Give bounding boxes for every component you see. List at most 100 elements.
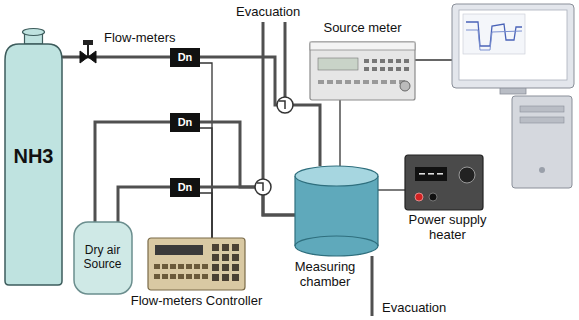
node-label: NH3 bbox=[13, 145, 53, 168]
meter-top bbox=[310, 42, 415, 50]
keypad-key bbox=[232, 244, 239, 251]
meter-button bbox=[363, 80, 369, 84]
chamber-shape bbox=[295, 166, 378, 256]
evacuation-label: Evacuation bbox=[236, 4, 300, 19]
meter-button bbox=[327, 80, 333, 84]
keypad-key bbox=[222, 244, 229, 251]
node-label: Dn bbox=[178, 116, 193, 129]
channel-button bbox=[186, 264, 192, 269]
node-label: Dn bbox=[178, 51, 193, 64]
evacuation-pipe bbox=[262, 22, 265, 179]
node-label: Power supply heater bbox=[400, 213, 495, 243]
meter-button bbox=[345, 80, 351, 84]
signal-wire bbox=[200, 63, 212, 238]
meter-button bbox=[388, 67, 393, 71]
evacuation-pipe bbox=[284, 22, 287, 97]
ctrl-shape bbox=[148, 238, 245, 290]
meter-button bbox=[372, 59, 377, 63]
flow-meter: Dn bbox=[170, 48, 200, 67]
chamber-bottom bbox=[295, 236, 378, 256]
meter-button bbox=[404, 67, 409, 71]
meter-button bbox=[364, 59, 369, 63]
cylinder-body bbox=[5, 44, 62, 285]
chamber-side bbox=[294, 176, 295, 246]
channel-button bbox=[202, 264, 208, 269]
channel-button bbox=[154, 264, 160, 269]
part-label: Flow-meters bbox=[104, 30, 176, 45]
channel-button bbox=[162, 274, 168, 279]
node-label: Measuring chamber bbox=[280, 260, 370, 290]
channel-button bbox=[194, 264, 200, 269]
keypad-key bbox=[232, 254, 239, 261]
source-meter: Source meter bbox=[310, 42, 415, 100]
meter-button bbox=[396, 59, 401, 63]
measuring-chamber: Measuring chamber bbox=[295, 166, 378, 256]
black-jack bbox=[429, 193, 437, 201]
evacuation-pipe bbox=[371, 256, 374, 316]
psu-shape bbox=[405, 155, 483, 210]
channel-button bbox=[178, 274, 184, 279]
gas-pipe bbox=[200, 57, 320, 166]
node-label: Source meter bbox=[310, 21, 415, 36]
heater-power-supply: Power supply heater bbox=[405, 155, 483, 210]
node-label: Dn bbox=[178, 181, 193, 194]
display-segment bbox=[428, 173, 434, 175]
signal-wire bbox=[339, 100, 340, 166]
flow-meter-body bbox=[170, 113, 200, 132]
label-holder: Evacuation bbox=[236, 4, 300, 19]
gas-pipe bbox=[200, 122, 295, 215]
signal-wire bbox=[200, 193, 212, 238]
keypad-key bbox=[212, 264, 219, 271]
keypad-key bbox=[212, 244, 219, 251]
signal-wire bbox=[200, 128, 212, 238]
node-label: Flow-meters Controller bbox=[111, 294, 282, 309]
flow-meter-body bbox=[170, 48, 200, 67]
meter-button bbox=[396, 67, 401, 71]
channel-button bbox=[154, 274, 160, 279]
psu-body bbox=[405, 155, 483, 210]
display-segment bbox=[437, 173, 443, 175]
dry-air-source: Dry air Source bbox=[74, 222, 132, 294]
meter-button bbox=[380, 59, 385, 63]
meter-button bbox=[318, 80, 324, 84]
keypad-key bbox=[222, 274, 229, 281]
meter-button bbox=[364, 67, 369, 71]
signal-wire bbox=[378, 189, 405, 190]
meter-button bbox=[388, 59, 393, 63]
flow-meter-body bbox=[170, 178, 200, 197]
channel-button bbox=[170, 264, 176, 269]
gas-pipe bbox=[62, 56, 170, 59]
meter-button bbox=[354, 80, 360, 84]
keypad-key bbox=[212, 254, 219, 261]
keypad-key bbox=[222, 254, 229, 261]
channel-button bbox=[202, 274, 208, 279]
gas-pipe bbox=[118, 187, 170, 222]
keypad-key bbox=[222, 264, 229, 271]
red-jack bbox=[415, 193, 423, 201]
meter-button bbox=[372, 80, 378, 84]
display-segment bbox=[419, 173, 425, 175]
chamber-side bbox=[377, 176, 378, 246]
flow-meters-controller: Flow-meters Controller bbox=[148, 238, 245, 290]
meter-button bbox=[381, 80, 387, 84]
keypad-key bbox=[232, 274, 239, 281]
meter-button bbox=[404, 59, 409, 63]
controller-body bbox=[148, 238, 245, 290]
meter-button bbox=[336, 80, 342, 84]
channel-button bbox=[162, 264, 168, 269]
label-holder: Evacuation bbox=[382, 300, 446, 315]
controller-display bbox=[155, 245, 203, 255]
meter-button bbox=[372, 67, 377, 71]
meter-button bbox=[390, 80, 396, 84]
flow-meter: Dn bbox=[170, 113, 200, 132]
three-way-valve bbox=[277, 97, 293, 113]
channel-button bbox=[170, 274, 176, 279]
meter-button bbox=[380, 67, 385, 71]
gas-cylinder: NH3 bbox=[5, 28, 62, 285]
label-holder: Flow-meters bbox=[104, 30, 176, 45]
chamber-lid bbox=[295, 166, 378, 186]
psu-display bbox=[415, 167, 447, 181]
channel-button bbox=[194, 274, 200, 279]
